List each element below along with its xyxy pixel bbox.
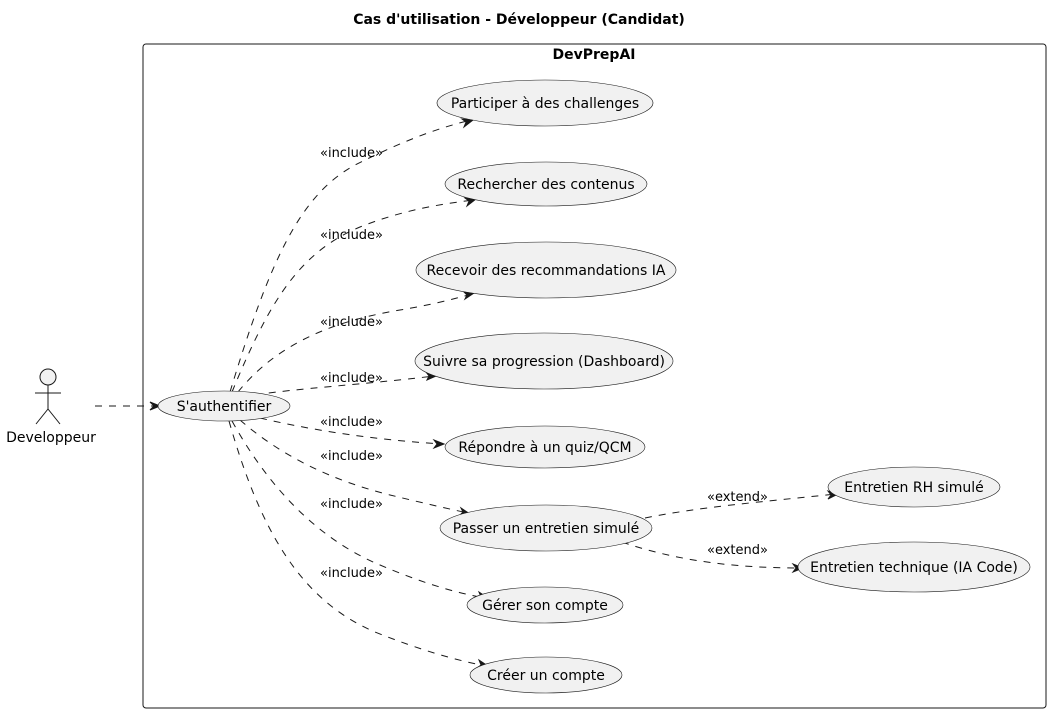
diagram-title: Cas d'utilisation - Développeur (Candida…	[353, 12, 685, 28]
include-label: «include»	[320, 315, 383, 330]
arrowhead-auth-challenges	[460, 118, 475, 129]
use-case-quiz-label: Répondre à un quiz/QCM	[458, 440, 631, 456]
use-case-challenges: Participer à des challenges	[436, 79, 654, 127]
actor-right-leg	[47, 408, 61, 425]
use-case-reco-label: Recevoir des recommandations IA	[427, 263, 666, 279]
use-case-auth-shape	[157, 390, 291, 422]
use-case-auth: S'authentifier	[157, 390, 291, 422]
use-case-rh: Entretien RH simulé	[827, 466, 1001, 508]
use-case-account-shape	[466, 586, 624, 624]
use-case-interview: Passer un entretien simulé	[439, 504, 653, 552]
extend-label: «extend»	[707, 490, 768, 505]
extend-label: «extend»	[707, 543, 768, 558]
use-case-reco: Recevoir des recommandations IA	[415, 241, 677, 299]
use-case-challenges-shape	[436, 79, 654, 127]
include-label: «include»	[320, 415, 383, 430]
relation-labels: «include» «include» «include» «include» …	[320, 146, 768, 581]
use-case-rh-shape	[827, 466, 1001, 508]
use-case-reco-shape	[415, 241, 677, 299]
arrowhead-auth-quiz	[432, 438, 446, 450]
use-case-create-shape	[469, 656, 623, 694]
arrowhead-actor-auth	[149, 401, 162, 411]
use-case-tech-label: Entretien technique (IA Code)	[810, 560, 1018, 576]
use-case-interview-shape	[439, 504, 653, 552]
edge-auth-search	[231, 199, 475, 393]
use-case-search-label: Rechercher des contenus	[457, 177, 634, 193]
actor-name: Developpeur	[6, 430, 96, 446]
use-case-progress-shape	[414, 332, 674, 390]
actor-developpeur: Developpeur	[6, 368, 96, 446]
use-case-account: Gérer son compte	[466, 586, 624, 624]
include-label: «include»	[320, 566, 383, 581]
edge-auth-reco	[237, 293, 473, 393]
use-case-quiz-shape	[444, 425, 646, 469]
actor-head	[39, 368, 57, 386]
use-case-interview-label: Passer un entretien simulé	[453, 521, 640, 537]
edge-auth-progress	[254, 375, 435, 396]
use-case-challenges-label: Participer à des challenges	[451, 96, 639, 112]
use-case-create-label: Créer un compte	[487, 668, 605, 684]
include-label: «include»	[320, 228, 383, 243]
use-case-tech-shape	[797, 541, 1031, 593]
use-case-search-shape	[444, 161, 648, 207]
use-case-rh-label: Entretien RH simulé	[844, 480, 984, 496]
edge-interview-rh	[644, 493, 837, 519]
use-case-search: Rechercher des contenus	[444, 161, 648, 207]
actor-left-leg	[35, 408, 49, 425]
use-case-progress: Suivre sa progression (Dashboard)	[414, 332, 674, 390]
system-name: DevPrepAI	[553, 47, 636, 63]
edge-interview-tech	[621, 541, 802, 569]
use-case-tech: Entretien technique (IA Code)	[797, 541, 1031, 593]
include-label: «include»	[320, 497, 383, 512]
include-label: «include»	[320, 146, 383, 161]
edge-auth-account	[231, 420, 487, 599]
use-case-quiz: Répondre à un quiz/QCM	[444, 425, 646, 469]
use-case-progress-label: Suivre sa progression (Dashboard)	[423, 354, 665, 370]
edge-auth-create	[228, 420, 487, 667]
use-case-auth-label: S'authentifier	[177, 399, 272, 415]
use-case-create: Créer un compte	[469, 656, 623, 694]
include-label: «include»	[320, 449, 383, 464]
include-label: «include»	[320, 371, 383, 386]
use-case-account-label: Gérer son compte	[482, 598, 608, 614]
